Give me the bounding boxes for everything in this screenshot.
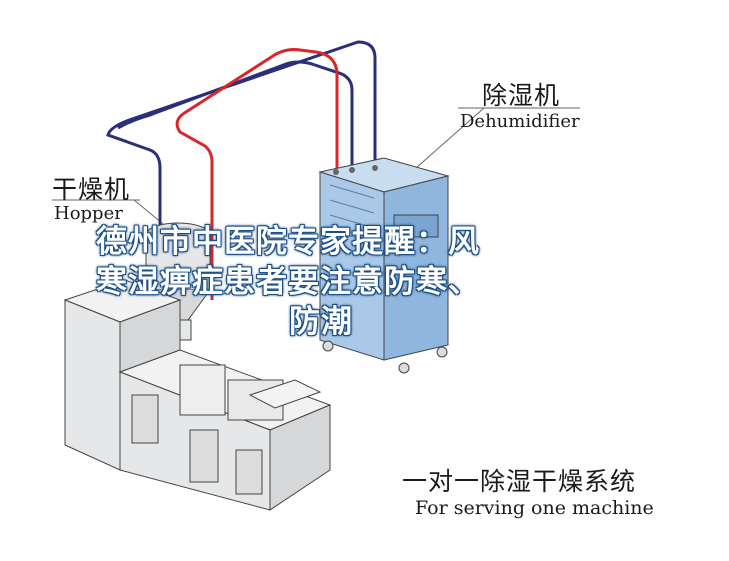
overlay-headline-line-3: 防潮 (289, 304, 353, 340)
dehumidifier-cabinet (318, 157, 450, 374)
hopper-label-en: Hopper (54, 203, 123, 224)
dehumidifier-label-cn: 除湿机 (482, 81, 561, 110)
hopper-leader-line-d (133, 199, 169, 229)
system-caption-en: For serving one machine (415, 497, 654, 519)
molding-machine (63, 279, 332, 511)
overlay-headline: 德州市中医院专家提醒：风 寒湿痹症患者要注意防寒、 防潮 (96, 222, 656, 342)
blue-pipe-outer (106, 40, 377, 310)
blue-pipe-inner (117, 60, 354, 170)
dehumidifier-leader-line (407, 107, 485, 176)
red-pipe (175, 48, 339, 300)
hopper-label-cn: 干燥机 (52, 175, 131, 204)
dehumidifier-label-en: Dehumidifier (460, 111, 580, 132)
overlay-headline-line-1: 德州市中医院专家提醒：风 (96, 224, 480, 260)
system-caption-cn: 一对一除湿干燥系统 (402, 467, 637, 496)
overlay-headline-line-2: 寒湿痹症患者要注意防寒、 (96, 264, 480, 300)
